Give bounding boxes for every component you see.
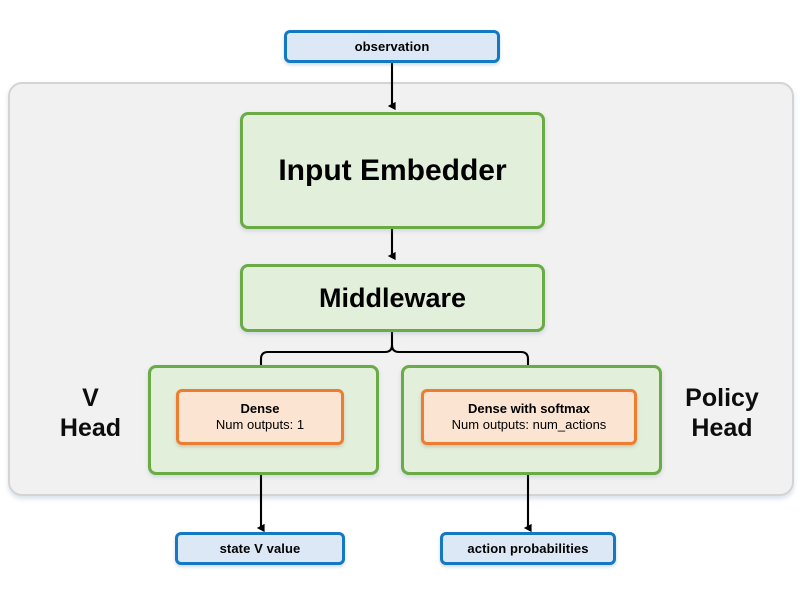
policy-head-dense-subtitle: Num outputs: num_actions (451, 417, 607, 432)
edge-middleware-to-policy-head-dense (390, 344, 532, 391)
edge-middleware-to-v-head-dense (256, 344, 394, 391)
input-embedder-node[interactable]: Input Embedder (240, 112, 545, 229)
v-head-dense-node[interactable]: Dense Num outputs: 1 (176, 389, 344, 445)
observation-label: observation (354, 39, 430, 54)
state-v-value-node[interactable]: state V value (175, 532, 345, 565)
v-head-caption: V Head (38, 384, 143, 443)
policy-head-caption: Policy Head (663, 384, 781, 443)
middleware-label: Middleware (318, 282, 467, 313)
middleware-node[interactable]: Middleware (240, 264, 545, 332)
policy-head-dense-title: Dense with softmax (467, 400, 591, 416)
action-probabilities-node[interactable]: action probabilities (440, 532, 616, 565)
input-embedder-label: Input Embedder (278, 153, 507, 187)
state-v-value-label: state V value (219, 541, 301, 556)
v-head-dense-title: Dense (240, 400, 280, 416)
action-probabilities-label: action probabilities (467, 541, 589, 556)
v-head-caption-line2: Head (59, 413, 122, 442)
v-head-caption-line1: V (82, 384, 99, 412)
policy-head-caption-line1: Policy (685, 384, 759, 412)
observation-node[interactable]: observation (284, 30, 500, 63)
policy-head-caption-line2: Head (691, 413, 753, 442)
v-head-dense-subtitle: Num outputs: 1 (215, 417, 305, 432)
policy-head-dense-node[interactable]: Dense with softmax Num outputs: num_acti… (421, 389, 637, 445)
